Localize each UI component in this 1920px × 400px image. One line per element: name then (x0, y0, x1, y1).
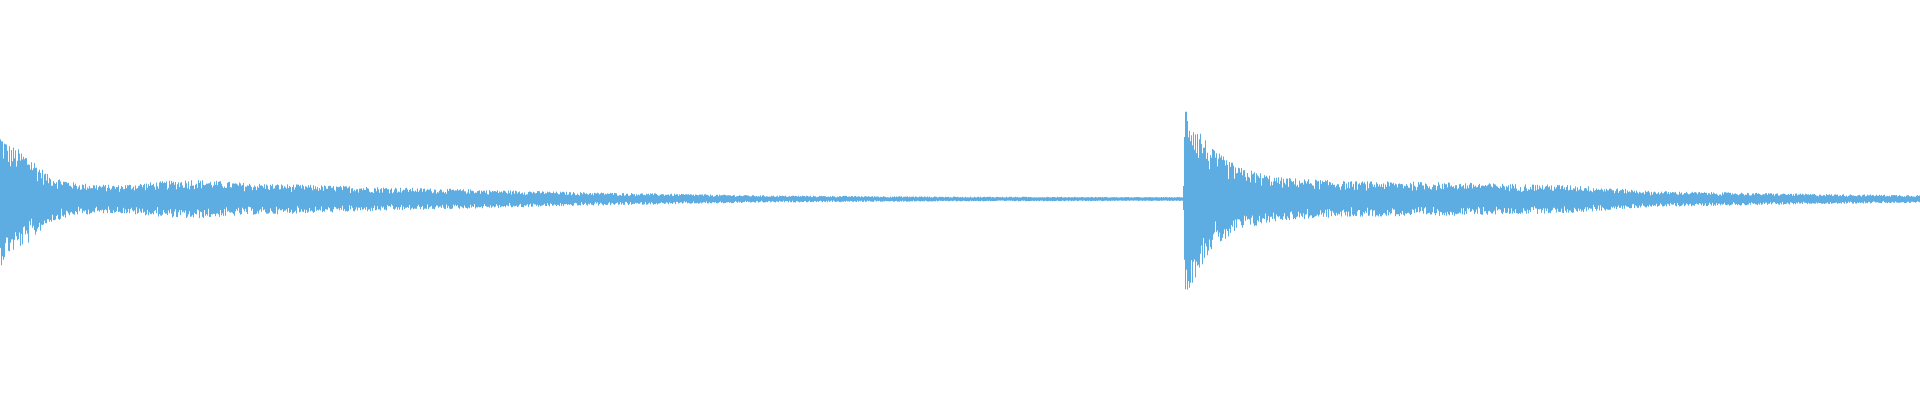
waveform (0, 111, 1920, 290)
